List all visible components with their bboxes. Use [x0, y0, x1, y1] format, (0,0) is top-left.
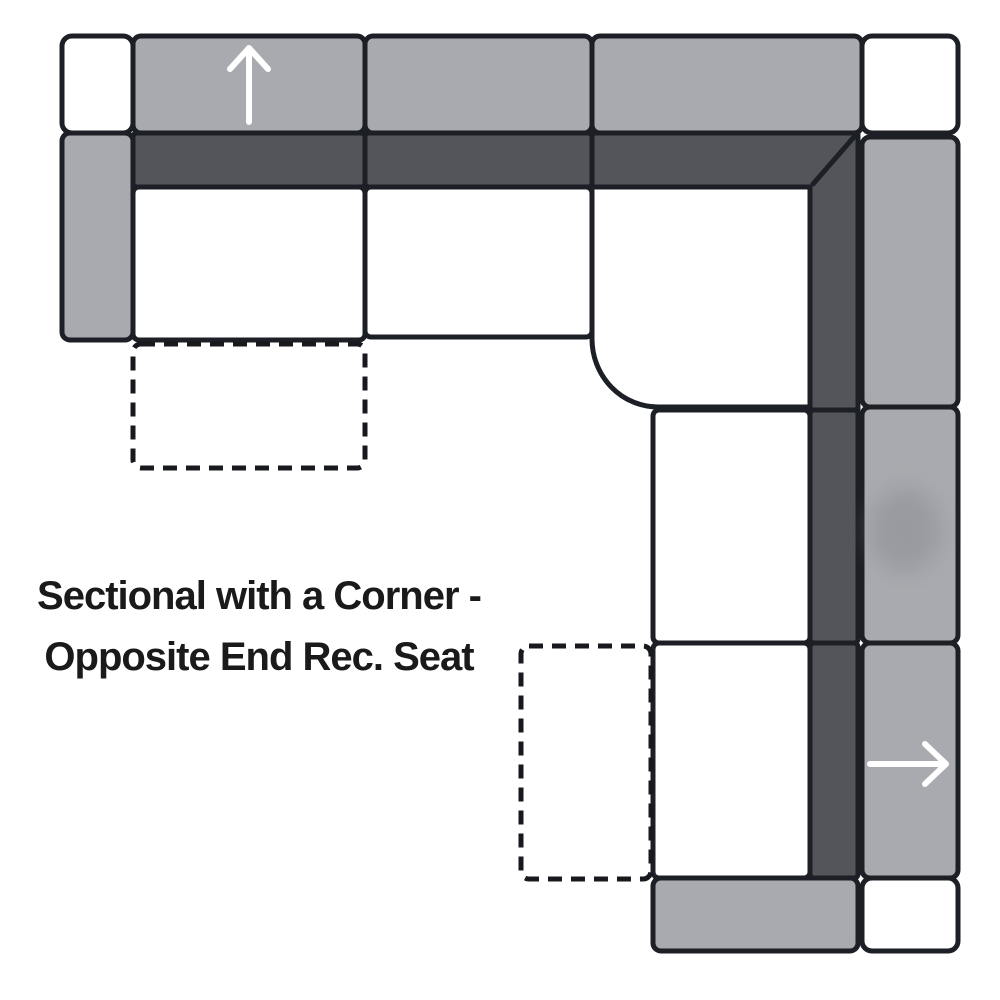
shadow-smudge	[869, 488, 941, 572]
back-cushion-corner	[589, 33, 865, 136]
seat-right-recliner	[650, 640, 813, 881]
back-rail-segment-middle	[362, 130, 595, 190]
left-arm-top-cap	[59, 33, 136, 136]
recliner-footprint-right	[518, 643, 654, 882]
bottom-arm-panel	[650, 875, 861, 954]
bottom-right-cap	[859, 875, 961, 954]
left-arm-panel	[59, 130, 136, 343]
corner-miter-seam	[810, 134, 857, 187]
recliner-footprint-left	[130, 341, 368, 471]
back-rail-segment-left	[130, 130, 368, 190]
right-side-panel-upper	[859, 134, 961, 410]
right-arrow-icon	[867, 741, 949, 787]
seat-corner-wedge	[589, 184, 813, 410]
diagram-title-line-2: Opposite End Rec. Seat	[44, 635, 474, 679]
up-arrow-icon	[227, 45, 271, 125]
seat-armless-right-upper	[650, 407, 813, 646]
seat-armless-middle	[362, 184, 595, 340]
top-right-cap	[859, 33, 961, 136]
back-cushion-2	[362, 33, 595, 136]
diagram-title: Sectional with a Corner - Opposite End R…	[0, 566, 518, 688]
seat-left-recliner	[130, 184, 368, 343]
back-rail-segment-right-lower	[807, 640, 861, 881]
diagram-title-line-1: Sectional with a Corner -	[37, 574, 482, 618]
back-rail-segment-right-upper	[807, 407, 861, 646]
